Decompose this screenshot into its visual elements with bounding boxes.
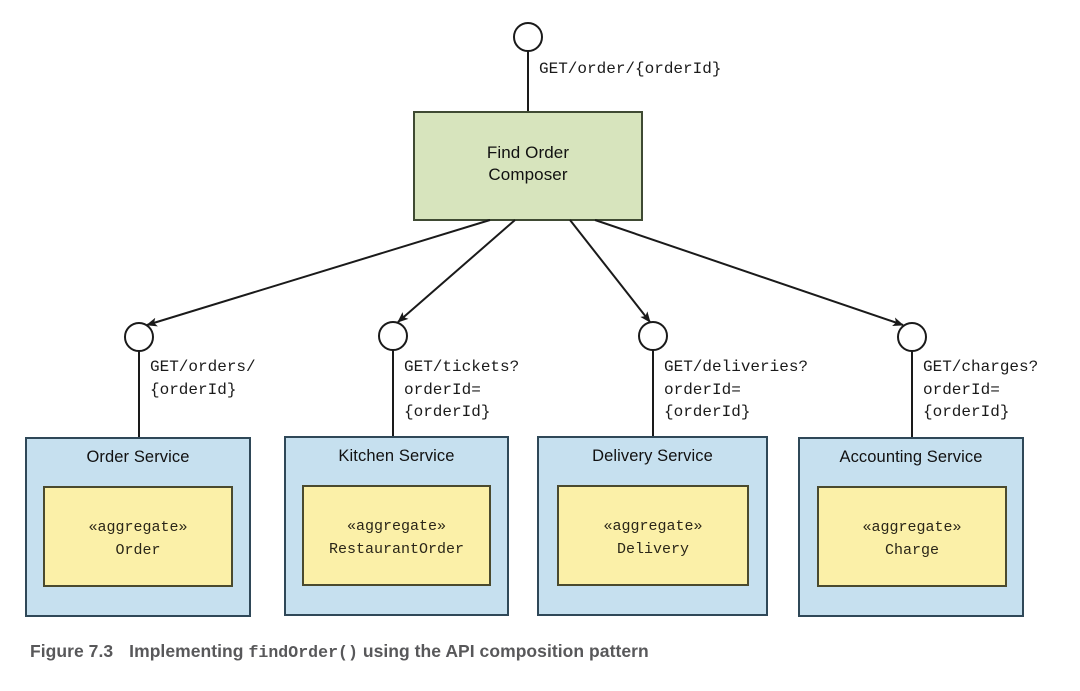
order-service-port-circle-icon <box>124 322 154 352</box>
order-service-endpoint-label: GET/orders/ {orderId} <box>150 358 256 399</box>
figure-caption: Figure 7.3 Implementing findOrder() using… <box>30 641 1050 662</box>
composer-to-accounting-service-arrow <box>594 219 904 327</box>
kitchen-service-port-circle-icon <box>378 321 408 351</box>
kitchen-service-aggregate-box[interactable] <box>302 485 491 586</box>
delivery-service-aggregate-box[interactable] <box>557 485 749 586</box>
figure-caption-text-after: using the API composition pattern <box>357 641 649 661</box>
figure-caption-number: Figure 7.3 <box>30 641 114 661</box>
entrypoint-port-circle-icon <box>513 22 543 52</box>
figure-caption-code: findOrder() <box>248 643 358 662</box>
accounting-service-aggregate-box[interactable] <box>817 486 1007 587</box>
diagram-canvas <box>25 22 1024 617</box>
order-service-aggregate-box[interactable] <box>43 486 233 587</box>
delivery-service-port-circle-icon <box>638 321 668 351</box>
composer-to-kitchen-service-arrow <box>397 219 516 323</box>
figure-caption-text-before: Implementing <box>129 641 249 661</box>
accounting-service-port-circle-icon <box>897 322 927 352</box>
composer-to-delivery-service-arrow <box>569 219 651 323</box>
entrypoint-endpoint-label: GET/order/{orderId} <box>539 60 722 78</box>
kitchen-service-endpoint-label: GET/tickets? orderId= {orderId} <box>404 358 520 422</box>
delivery-service-endpoint-label: GET/deliveries? orderId= {orderId} <box>664 358 809 422</box>
accounting-service-endpoint-label: GET/charges? orderId= {orderId} <box>923 358 1039 422</box>
composer-to-order-service-arrow <box>146 219 491 327</box>
find-order-composer-box[interactable] <box>413 111 643 221</box>
